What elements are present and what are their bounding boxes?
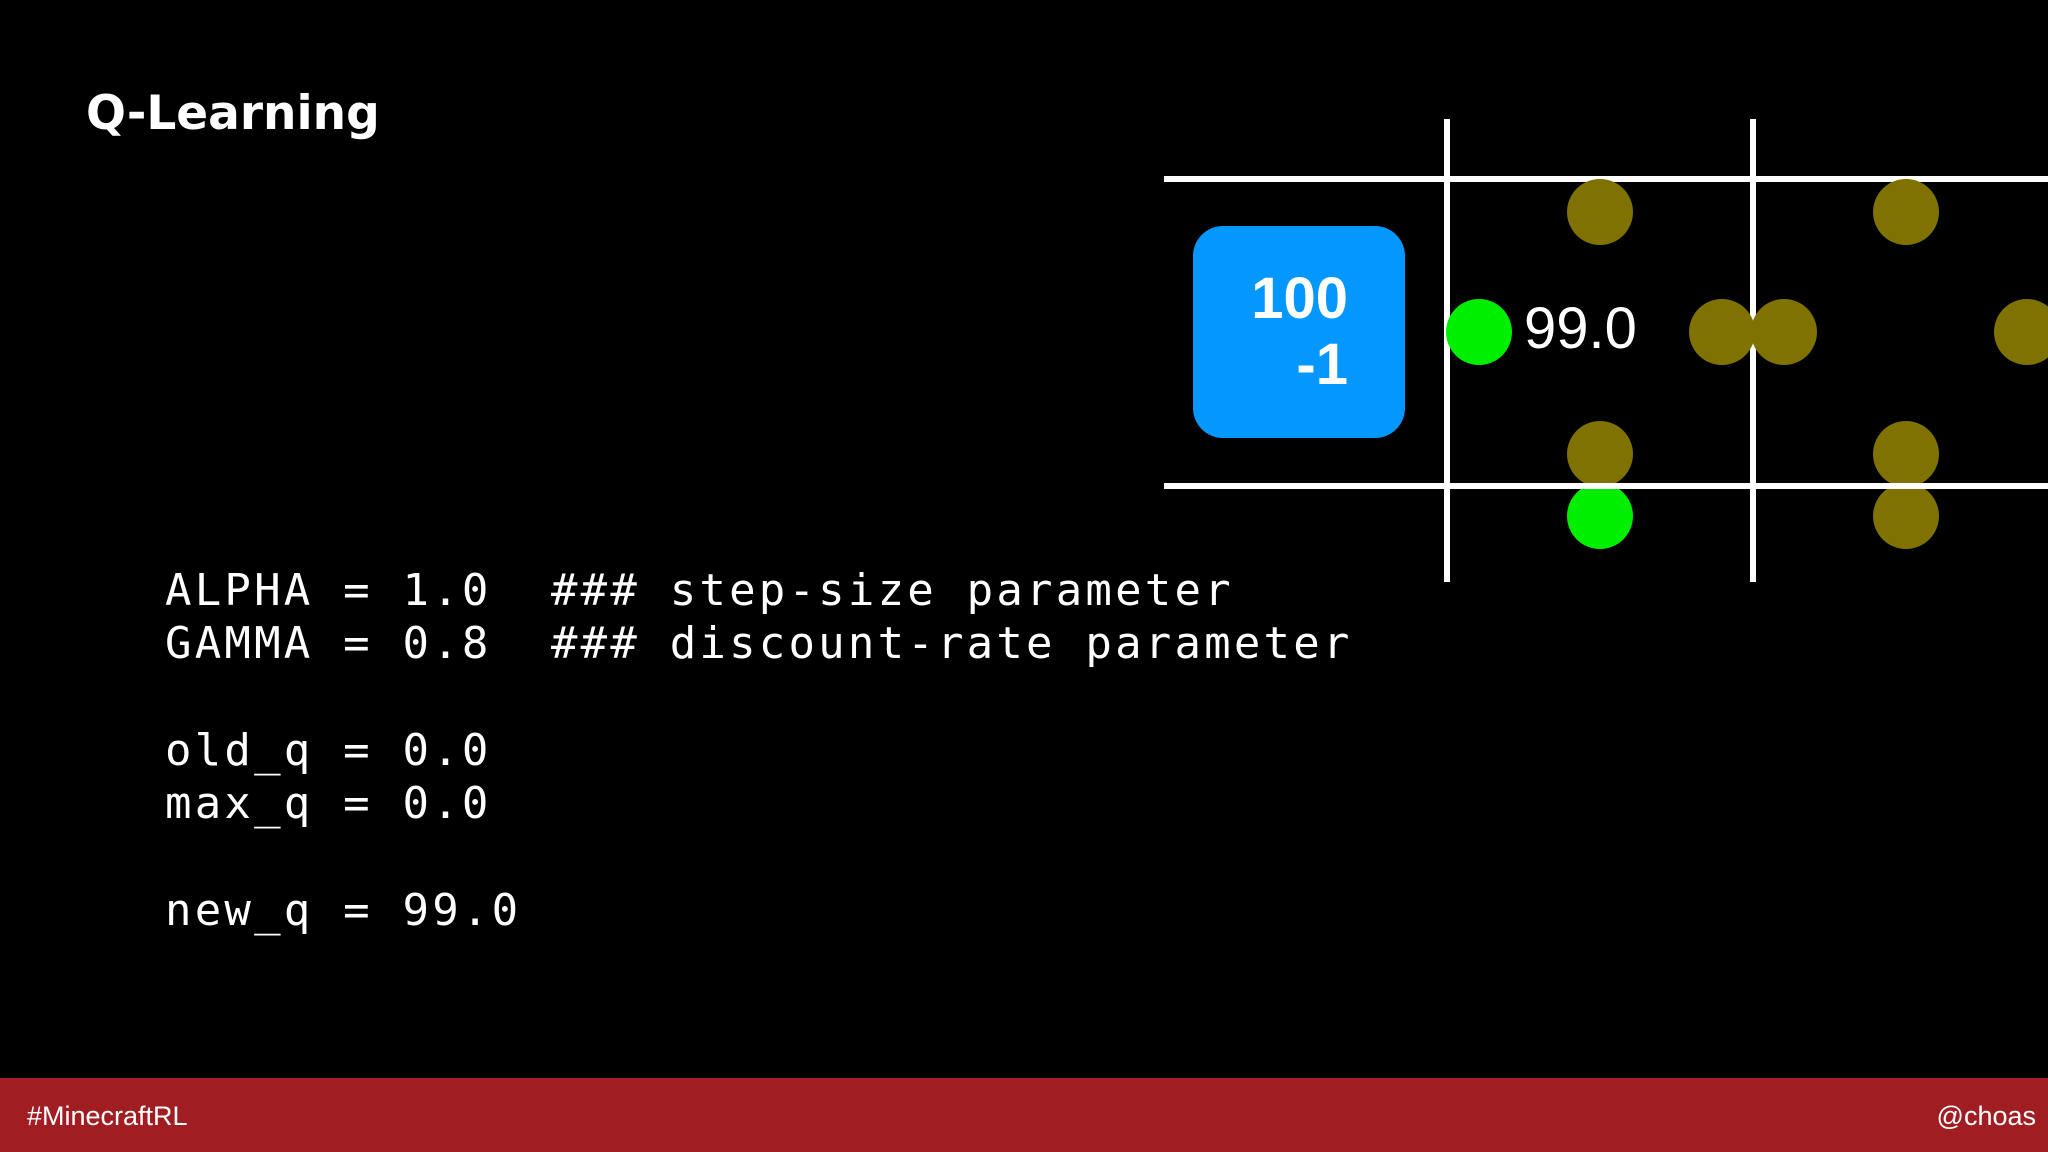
olive-marker-mid-2 <box>1751 299 1817 365</box>
code-blank-line <box>165 830 1353 884</box>
code-block: ALPHA = 1.0 ### step-size parameter GAMM… <box>165 564 1353 937</box>
olive-marker-bottom-2 <box>1873 421 1939 487</box>
green-marker-agent <box>1446 299 1512 365</box>
olive-marker-top-1 <box>1567 179 1633 245</box>
state-reward-box: 100 -1 <box>1193 226 1405 438</box>
green-markers <box>1446 299 1633 549</box>
code-line-max-q: max_q = 0.0 <box>165 778 492 829</box>
footer-hashtag: #MinecraftRL <box>27 1101 188 1131</box>
code-line-old-q: old_q = 0.0 <box>165 725 492 776</box>
olive-marker-mid-3 <box>1994 299 2048 365</box>
olive-marker-top-2 <box>1873 179 1939 245</box>
olive-markers <box>1567 179 2048 549</box>
olive-marker-mid-1 <box>1689 299 1755 365</box>
state-reward-value: 100 <box>1251 266 1348 331</box>
olive-marker-bottom-1 <box>1567 421 1633 487</box>
footer-handle: @choas <box>1936 1101 2036 1131</box>
footer-bar: #MinecraftRL @choas <box>0 1078 2048 1152</box>
q-value-label: 99.0 <box>1524 296 1637 361</box>
olive-marker-bottom-3 <box>1873 483 1939 549</box>
state-step-cost: -1 <box>1296 332 1348 397</box>
grid-world-diagram <box>1164 119 2048 582</box>
green-marker-target <box>1567 483 1633 549</box>
code-line-alpha: ALPHA = 1.0 ### step-size parameter <box>165 565 1234 616</box>
code-line-new-q: new_q = 99.0 <box>165 885 522 936</box>
slide-title: Q-Learning <box>86 86 380 141</box>
code-blank-line <box>165 670 1353 724</box>
code-line-gamma: GAMMA = 0.8 ### discount-rate parameter <box>165 618 1353 669</box>
